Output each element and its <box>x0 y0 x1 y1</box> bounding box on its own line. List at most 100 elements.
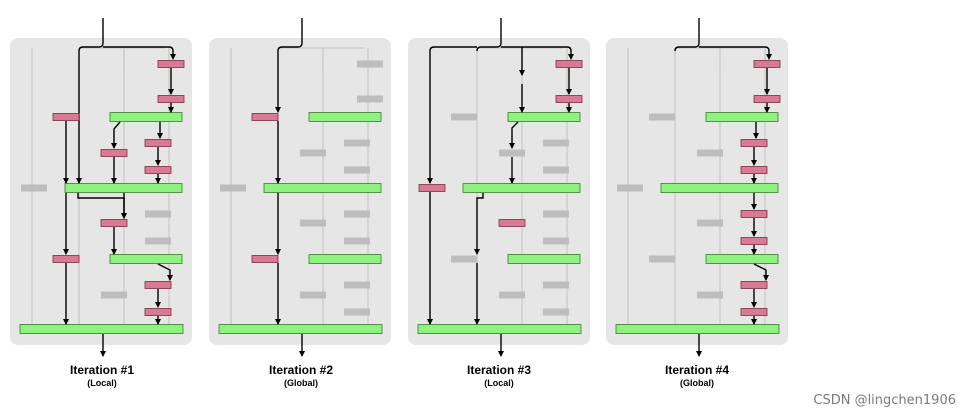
active-edge <box>103 46 176 60</box>
merge-bar <box>263 183 382 193</box>
inactive-node <box>101 291 127 299</box>
inactive-node <box>344 139 370 147</box>
input-edge <box>78 18 104 52</box>
watermark-text: CSDN @lingchen1906 <box>813 393 956 408</box>
inactive-node <box>617 184 643 192</box>
merge-bar <box>109 254 183 264</box>
inactive-node <box>145 210 171 218</box>
active-node <box>52 255 80 263</box>
active-node <box>144 308 172 316</box>
caption-subtitle: (Local) <box>484 378 514 388</box>
active-edge <box>753 263 769 281</box>
inactive-node <box>543 237 569 245</box>
active-node <box>740 281 768 289</box>
caption-title: Iteration #1 <box>69 363 135 377</box>
active-edge <box>699 46 772 60</box>
inactive-node <box>344 166 370 174</box>
active-edge <box>501 46 574 60</box>
active-node <box>100 149 128 157</box>
inactive-node <box>451 113 477 121</box>
inactive-node <box>543 281 569 289</box>
caption-title: Iteration #3 <box>466 363 532 377</box>
inactive-node <box>499 149 525 157</box>
active-node <box>418 184 446 192</box>
inactive-node <box>649 113 675 121</box>
input-edge <box>674 18 700 52</box>
active-node <box>100 219 128 227</box>
caption-title: Iteration #4 <box>664 363 730 377</box>
caption-subtitle: (Local) <box>87 378 117 388</box>
merge-bar <box>109 112 183 122</box>
inactive-node <box>543 166 569 174</box>
merge-bar <box>417 324 582 334</box>
inactive-node <box>543 210 569 218</box>
caption-iteration-2: Iteration #2 (Global) <box>231 363 371 389</box>
merge-bar <box>660 183 779 193</box>
active-node <box>740 210 768 218</box>
active-edge <box>427 46 477 184</box>
active-node <box>251 113 279 121</box>
merge-bar <box>19 324 184 334</box>
merge-bar <box>705 254 779 264</box>
active-node <box>144 166 172 174</box>
caption-iteration-3: Iteration #3 (Local) <box>429 363 569 389</box>
active-node <box>753 60 781 68</box>
caption-iteration-4: Iteration #4 (Global) <box>627 363 767 389</box>
merge-bar <box>507 112 581 122</box>
inactive-node <box>697 219 723 227</box>
active-edge <box>111 121 121 149</box>
inactive-node <box>300 291 326 299</box>
active-edge <box>157 263 173 281</box>
merge-bar <box>308 254 382 264</box>
inactive-node <box>697 149 723 157</box>
iteration-panel-1 <box>10 18 192 357</box>
inactive-node <box>499 291 525 299</box>
active-edge <box>509 121 519 149</box>
active-node <box>740 308 768 316</box>
caption-iteration-1: Iteration #1 (Local) <box>32 363 172 389</box>
inactive-node <box>357 60 383 68</box>
inactive-node <box>344 281 370 289</box>
merge-bar <box>507 254 581 264</box>
input-edge <box>476 18 502 52</box>
inactive-node <box>344 308 370 316</box>
inactive-node <box>543 308 569 316</box>
inactive-node <box>21 184 47 192</box>
active-node <box>740 139 768 147</box>
merge-bar <box>308 112 382 122</box>
merge-bar <box>615 324 780 334</box>
inactive-node <box>300 149 326 157</box>
active-node <box>753 95 781 103</box>
active-node <box>144 139 172 147</box>
iteration-panel-2 <box>209 18 391 357</box>
inactive-node <box>344 237 370 245</box>
inactive-node <box>697 291 723 299</box>
iteration-panel-3 <box>408 18 590 357</box>
active-node <box>555 95 583 103</box>
inactive-node <box>543 139 569 147</box>
active-node <box>555 60 583 68</box>
caption-subtitle: (Global) <box>284 378 318 388</box>
inactive-node <box>220 184 246 192</box>
inactive-node <box>300 219 326 227</box>
inactive-node <box>649 255 675 263</box>
active-node <box>157 60 185 68</box>
input-edge <box>277 18 303 52</box>
active-node <box>740 237 768 245</box>
merge-bar <box>218 324 383 334</box>
caption-title: Iteration #2 <box>268 363 334 377</box>
merge-bar <box>462 183 581 193</box>
active-node <box>251 255 279 263</box>
iteration-panel-4 <box>606 18 788 357</box>
inactive-node <box>344 210 370 218</box>
active-edge <box>474 193 484 255</box>
active-node <box>144 281 172 289</box>
merge-bar <box>64 183 183 193</box>
active-node <box>498 219 526 227</box>
merge-bar <box>705 112 779 122</box>
inactive-node <box>451 255 477 263</box>
active-node <box>157 95 185 103</box>
inactive-node <box>145 237 171 245</box>
caption-subtitle: (Global) <box>680 378 714 388</box>
